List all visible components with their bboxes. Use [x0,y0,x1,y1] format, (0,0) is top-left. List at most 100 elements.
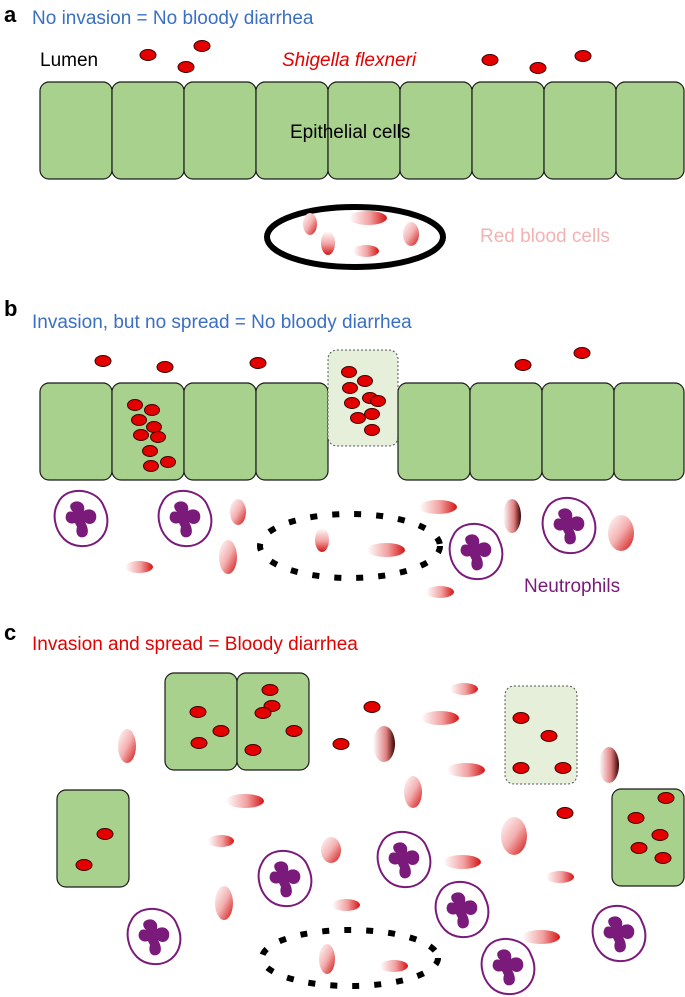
red-blood-cell [226,794,264,808]
bacterium [363,701,381,713]
red-blood-cell [501,817,527,855]
bacterium [556,807,574,819]
bacterium [244,744,262,756]
bacterium [144,404,160,416]
epithelial-cell [39,81,113,180]
panel-b-intracellular-bacteria [127,366,386,472]
epithelial-cell [39,382,113,481]
panel-a-epithelium [39,81,685,180]
bacterium [212,725,230,737]
red-blood-cell [349,211,387,225]
bacterium [364,424,380,436]
bacterium [139,49,157,61]
neutrophil [126,907,182,966]
bacterium [574,50,592,62]
red-blood-cell [118,729,136,763]
bacterium [156,361,174,373]
epithelial-cell [469,382,543,481]
panel-b-lumen-bacteria [94,347,591,373]
epithelial-cell [615,81,685,180]
infected-epithelial-cell [56,789,130,888]
red-blood-cell [421,711,459,725]
red-blood-cell [503,499,521,533]
panel-c-heading: Invasion and spread = Bloody diarrhea [32,634,358,655]
bacterium [146,421,162,433]
red-blood-cell [426,586,454,598]
bacterium [254,707,272,719]
bacterium [344,397,360,409]
red-blood-cell [125,561,153,573]
bacterium [261,684,279,696]
red-blood-cell [403,222,419,246]
bacterium [94,355,112,367]
red-blood-cell [215,886,233,920]
epithelial-cells-label: Epithelial cells [290,122,410,143]
red-blood-cell [599,747,619,783]
neutrophil [448,522,504,581]
bacterium [573,347,591,359]
bacterium [342,382,358,394]
lumen-label: Lumen [40,50,98,71]
bacterium [160,456,176,468]
panel-b-free-red-blood-cells [125,499,634,598]
bacterium [177,61,195,73]
bacterium [127,399,143,411]
red-blood-cell [404,776,422,808]
bacterium [540,730,558,742]
panel-c-letter: c [4,620,16,645]
epithelial-cell [541,382,615,481]
bacterium [249,357,267,369]
red-blood-cell [443,855,481,869]
bacterium [96,828,114,840]
bacterium [512,762,530,774]
bacterium [370,395,386,407]
neutrophil [53,489,109,548]
shigella-label: Shigella flexneri [282,50,417,71]
bacterium [512,712,530,724]
panel-b-heading: Invasion, but no spread = No bloody diar… [32,312,412,333]
red-blood-cell [332,899,360,911]
panel-a-blood-vessel [264,204,446,270]
bacterium [529,62,547,74]
neutrophil [376,830,432,889]
bacterium [332,738,350,750]
bacterium [75,859,93,871]
red-blood-cell [321,231,335,255]
red-blood-cell [219,540,237,574]
blood-vessel-ellipse [259,927,441,989]
bacterium [364,408,380,420]
bacterium [514,359,532,371]
epithelial-cell [399,81,473,180]
red-blood-cell [373,726,395,762]
panel-a-letter: a [4,2,17,27]
bacterium [189,706,207,718]
panel-c-blood-vessel [259,927,441,989]
neutrophil [591,904,647,963]
panel-c-bacteria [75,684,675,871]
red-blood-cell [230,499,246,525]
red-blood-cell [367,543,405,557]
bacterium [481,54,499,66]
epithelial-cell [183,81,257,180]
panel-a-heading: No invasion = No bloody diarrhea [32,8,314,29]
red-blood-cell [608,515,634,551]
epithelial-cell [255,382,329,481]
neutrophils-label: Neutrophils [524,576,620,597]
bacterium [131,414,147,426]
bacterium [142,445,158,457]
bacterium [193,40,211,52]
panel-b-blood-vessel [257,511,443,581]
bacterium [341,366,357,378]
panel-c-free-red-blood-cells [118,683,619,944]
epithelial-cell [543,81,617,180]
red-blood-cell [319,944,335,974]
red-blood-cells-label: Red blood cells [480,226,610,247]
red-blood-cell [447,763,485,777]
red-blood-cell [419,500,457,514]
red-blood-cell [522,930,560,944]
red-blood-cell [353,245,379,257]
epithelial-cell [397,382,471,481]
bacterium [150,431,166,443]
red-blood-cell [546,871,574,883]
epithelial-cell [111,81,185,180]
